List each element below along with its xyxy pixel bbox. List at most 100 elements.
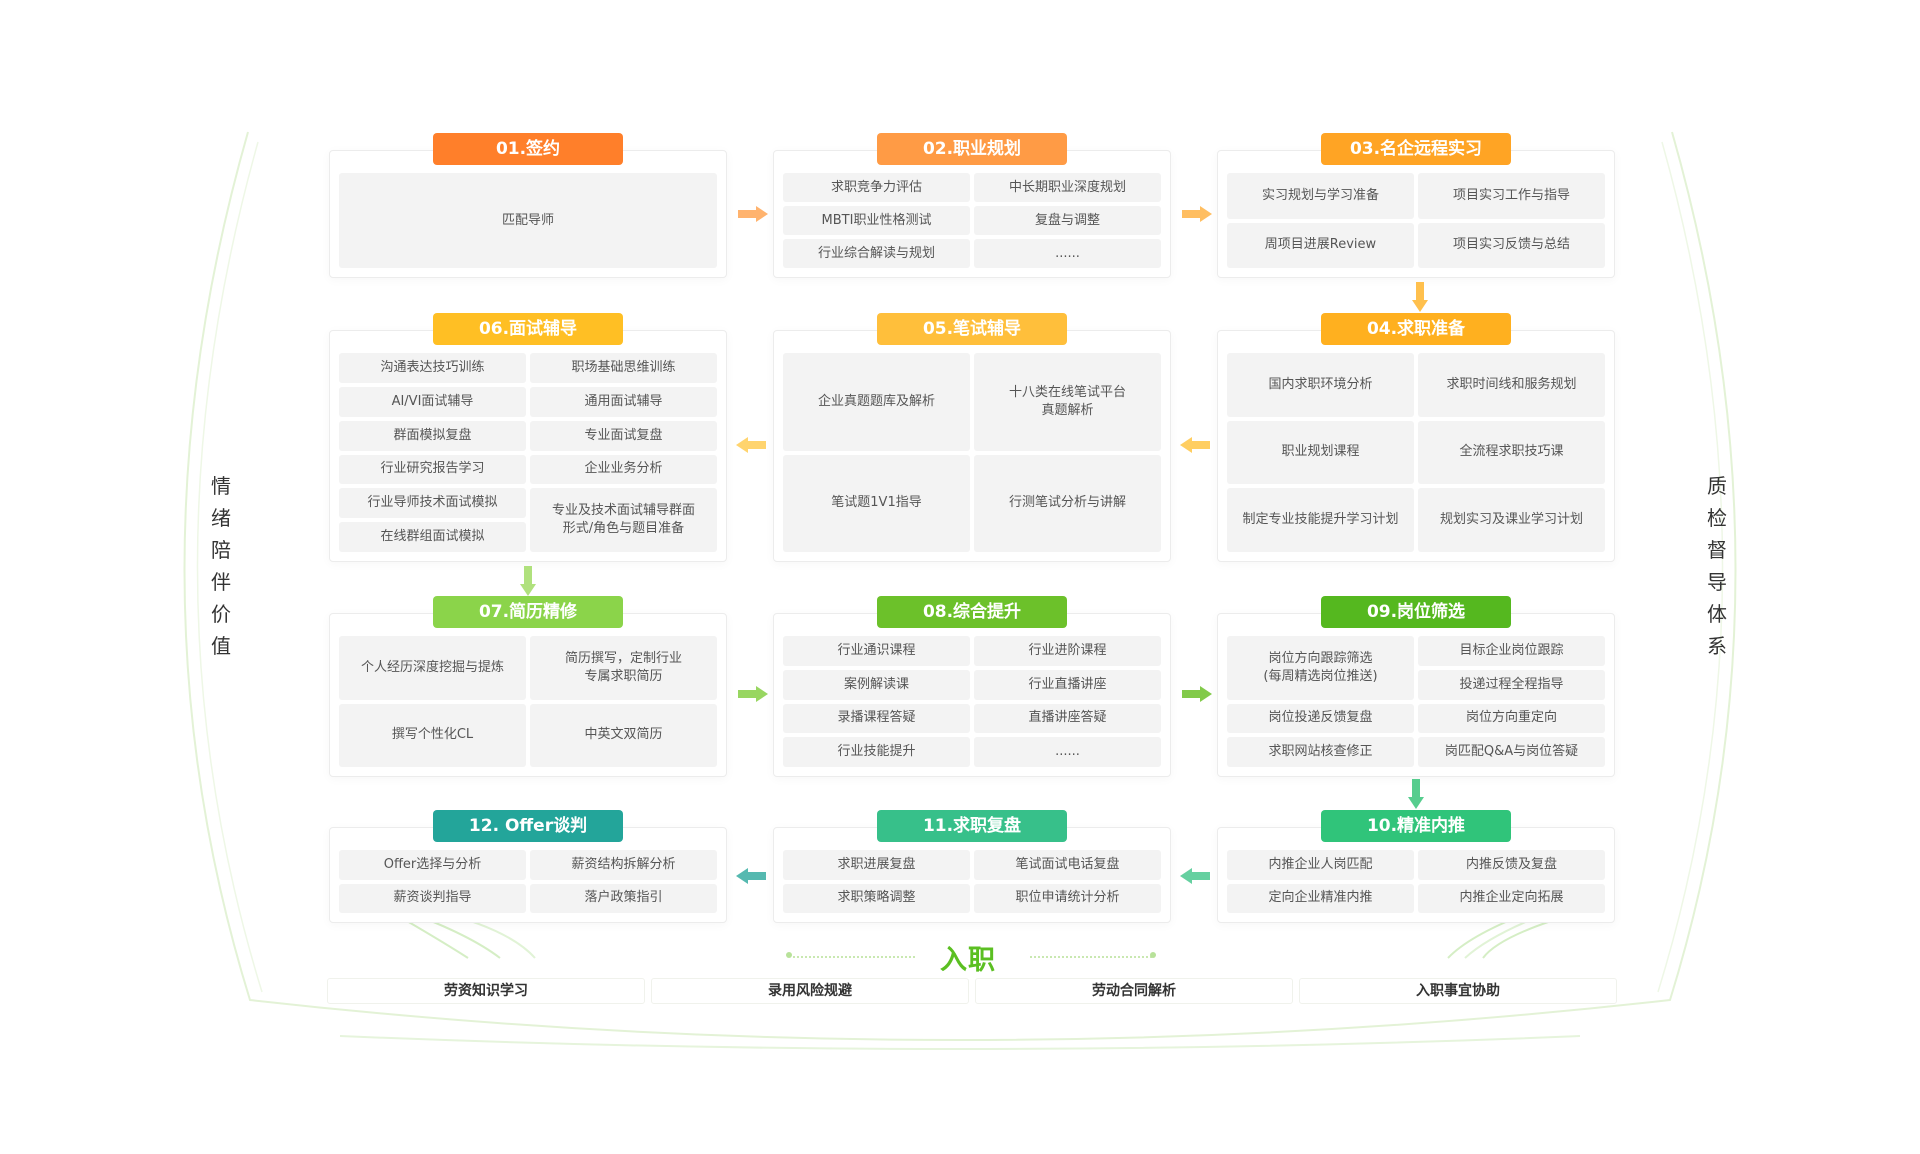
stage-04-item: 求职时间线和服务规划: [1418, 353, 1605, 417]
stage-07-item: 撰写个性化CL: [339, 703, 526, 767]
arrow-left-icon: [1180, 437, 1210, 453]
stage-11-item: 职位申请统计分析: [974, 883, 1161, 913]
stage-05-item: 企业真题题库及解析: [783, 353, 970, 451]
stage-06-item: 行业研究报告学习: [339, 454, 526, 485]
stage-02-item: 中长期职业深度规划: [974, 173, 1161, 202]
stage-07-title: 07.简历精修: [433, 596, 623, 628]
stage-02-item: 求职竞争力评估: [783, 173, 970, 202]
stage-03-remote-internship: 03.名企远程实习 实习规划与学习准备 项目实习工作与指导 周项目进展Revie…: [1217, 133, 1615, 278]
stage-04-title: 04.求职准备: [1321, 313, 1511, 345]
stage-04-item: 全流程求职技巧课: [1418, 420, 1605, 485]
arrow-down-icon: [1408, 779, 1424, 809]
stage-02-title: 02.职业规划: [877, 133, 1067, 165]
stage-11-item: 求职策略调整: [783, 883, 970, 913]
arrow-left-icon: [736, 868, 766, 884]
onboarding-dot-left: [786, 952, 792, 958]
stage-02-item: 复盘与调整: [974, 206, 1161, 235]
stage-11-item: 笔试面试电话复盘: [974, 850, 1161, 880]
stage-12-offer-negotiation: 12. Offer谈判 Offer选择与分析 薪资结构拆解分析 薪资谈判指导 落…: [329, 810, 727, 923]
stage-09-item: 投递过程全程指导: [1418, 669, 1605, 700]
stage-06-interview-coaching: 06.面试辅导 沟通表达技巧训练 职场基础思维训练 AI/VI面试辅导 通用面试…: [329, 313, 727, 562]
stage-09-item: 岗位方向跟踪筛选 (每周精选岗位推送): [1227, 636, 1414, 700]
stage-02-item: 行业综合解读与规划: [783, 239, 970, 268]
onboarding-item: 劳动合同解析: [975, 978, 1293, 1004]
stage-06-item: 沟通表达技巧训练: [339, 353, 526, 383]
stage-09-position-screening: 09.岗位筛选 岗位方向跟踪筛选 (每周精选岗位推送) 目标企业岗位跟踪 投递过…: [1217, 596, 1615, 777]
stage-10-item: 内推企业人岗匹配: [1227, 850, 1414, 880]
stage-08-comprehensive-improvement: 08.综合提升 行业通识课程 行业进阶课程 案例解读课 行业直播讲座 录播课程答…: [773, 596, 1171, 777]
stage-06-item: 职场基础思维训练: [530, 353, 717, 383]
stage-06-item: 行业导师技术面试模拟: [339, 488, 526, 519]
stage-09-item: 岗位投递反馈复盘: [1227, 703, 1414, 734]
onboarding-title: 入职: [940, 945, 996, 976]
stage-09-item: 岗匹配Q&A与岗位答疑: [1418, 737, 1605, 767]
arrow-right-icon: [1182, 206, 1212, 222]
stage-08-title: 08.综合提升: [877, 596, 1067, 628]
arrow-left-icon: [1180, 868, 1210, 884]
arrow-right-icon: [1182, 686, 1212, 702]
stage-08-item: 行业进阶课程: [974, 636, 1161, 666]
stage-08-item: 行业直播讲座: [974, 669, 1161, 700]
stage-06-item: AI/VI面试辅导: [339, 386, 526, 417]
arrow-right-icon: [738, 206, 768, 222]
stage-10-item: 定向企业精准内推: [1227, 883, 1414, 913]
stage-03-title: 03.名企远程实习: [1321, 133, 1511, 165]
stage-08-item: ......: [974, 737, 1161, 767]
onboarding-divider-right: [1030, 956, 1152, 958]
stage-10-precise-referral: 10.精准内推 内推企业人岗匹配 内推反馈及复盘 定向企业精准内推 内推企业定向…: [1217, 810, 1615, 923]
stage-08-item: 直播讲座答疑: [974, 703, 1161, 734]
stage-07-resume-polish: 07.简历精修 个人经历深度挖掘与提炼 简历撰写，定制行业 专属求职简历 撰写个…: [329, 596, 727, 777]
stage-03-item: 周项目进展Review: [1227, 222, 1414, 268]
stage-09-item: 目标企业岗位跟踪: [1418, 636, 1605, 666]
stage-02-item: MBTI职业性格测试: [783, 206, 970, 235]
stage-12-item: 薪资谈判指导: [339, 883, 526, 913]
stage-12-item: Offer选择与分析: [339, 850, 526, 880]
stage-01-item: 匹配导师: [339, 173, 717, 268]
stage-04-item: 职业规划课程: [1227, 420, 1414, 485]
stage-05-written-test-coaching: 05.笔试辅导 企业真题题库及解析 十八类在线笔试平台 真题解析 笔试题1V1指…: [773, 313, 1171, 562]
left-side-label: 情 绪 陪 伴 价 值: [211, 474, 231, 658]
stage-07-item: 中英文双简历: [530, 703, 717, 767]
stage-02-career-planning: 02.职业规划 求职竞争力评估 中长期职业深度规划 MBTI职业性格测试 复盘与…: [773, 133, 1171, 278]
stage-06-item: 专业及技术面试辅导群面 形式/角色与题目准备: [530, 488, 717, 552]
right-side-label: 质 检 督 导 体 系: [1707, 474, 1727, 658]
stage-05-item: 笔试题1V1指导: [783, 454, 970, 552]
onboarding-dot-right: [1150, 952, 1156, 958]
arrow-down-icon: [1412, 282, 1428, 312]
stage-08-item: 案例解读课: [783, 669, 970, 700]
stage-09-title: 09.岗位筛选: [1321, 596, 1511, 628]
stage-04-job-prep: 04.求职准备 国内求职环境分析 求职时间线和服务规划 职业规划课程 全流程求职…: [1217, 313, 1615, 562]
onboarding-item: 劳资知识学习: [327, 978, 645, 1004]
stage-04-item: 规划实习及课业学习计划: [1418, 488, 1605, 552]
onboarding-item: 录用风险规避: [651, 978, 969, 1004]
stage-06-item: 通用面试辅导: [530, 386, 717, 417]
stage-10-item: 内推企业定向拓展: [1418, 883, 1605, 913]
stage-11-item: 求职进展复盘: [783, 850, 970, 880]
stage-03-item: 项目实习工作与指导: [1418, 173, 1605, 219]
stage-04-item: 制定专业技能提升学习计划: [1227, 488, 1414, 552]
stage-09-item: 求职网站核查修正: [1227, 737, 1414, 767]
stage-02-item: ......: [974, 239, 1161, 268]
stage-06-item: 企业业务分析: [530, 454, 717, 485]
stage-11-title: 11.求职复盘: [877, 810, 1067, 842]
onboarding-divider-left: [793, 956, 915, 958]
arrow-down-icon: [520, 566, 536, 596]
stage-05-title: 05.笔试辅导: [877, 313, 1067, 345]
stage-09-item: 岗位方向重定向: [1418, 703, 1605, 734]
stage-06-title: 06.面试辅导: [433, 313, 623, 345]
onboarding-item: 入职事宜协助: [1299, 978, 1617, 1004]
arrow-left-icon: [736, 437, 766, 453]
stage-12-item: 落户政策指引: [530, 883, 717, 913]
stage-07-item: 个人经历深度挖掘与提炼: [339, 636, 526, 700]
stage-03-item: 项目实习反馈与总结: [1418, 222, 1605, 268]
stage-06-item: 在线群组面试模拟: [339, 522, 526, 552]
stage-08-item: 录播课程答疑: [783, 703, 970, 734]
stage-05-item: 行测笔试分析与讲解: [974, 454, 1161, 552]
arrow-right-icon: [738, 686, 768, 702]
stage-03-item: 实习规划与学习准备: [1227, 173, 1414, 219]
stage-01-title: 01.签约: [433, 133, 623, 165]
stage-11-job-review: 11.求职复盘 求职进展复盘 笔试面试电话复盘 求职策略调整 职位申请统计分析: [773, 810, 1171, 923]
stage-08-item: 行业技能提升: [783, 737, 970, 767]
stage-12-item: 薪资结构拆解分析: [530, 850, 717, 880]
stage-06-item: 专业面试复盘: [530, 420, 717, 451]
